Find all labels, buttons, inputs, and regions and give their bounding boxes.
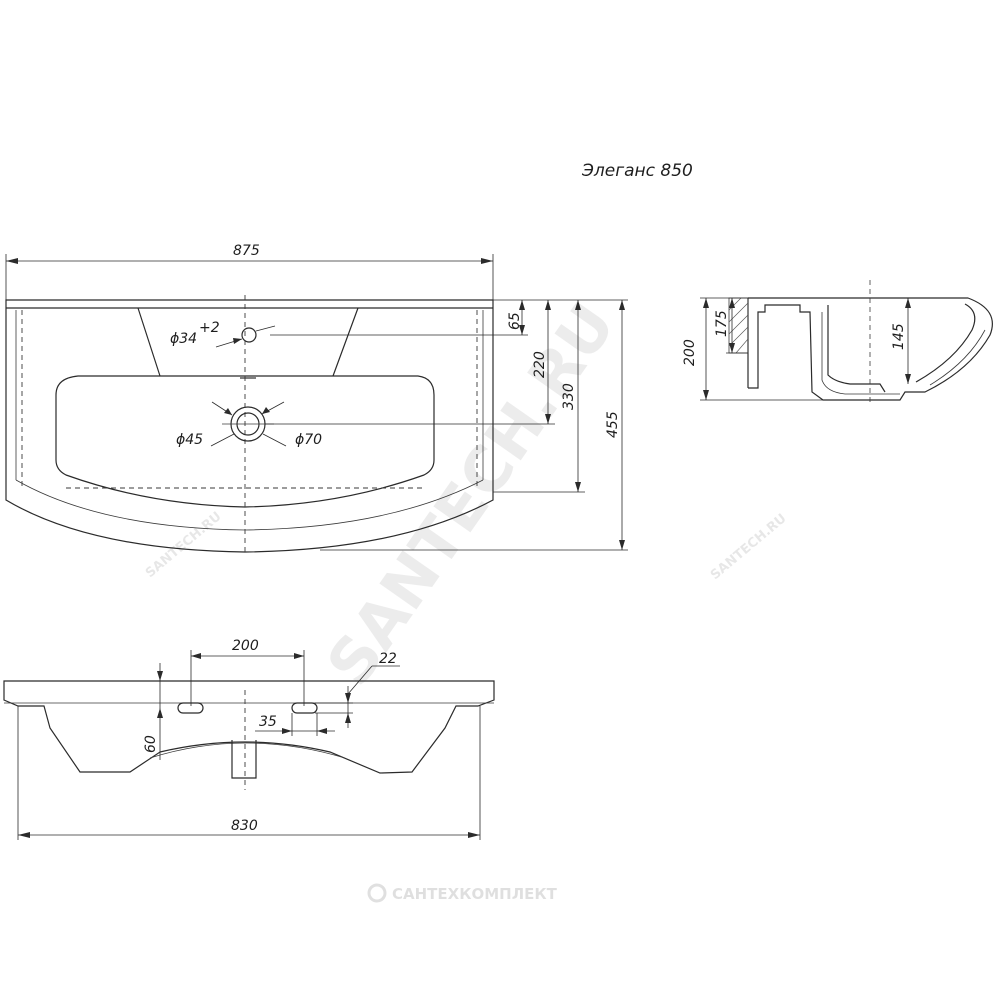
drawing-title: Элеганс 850: [581, 161, 693, 181]
arrow-icon: [262, 407, 270, 414]
leader-22: [347, 665, 373, 695]
arrow-icon: [468, 832, 480, 838]
dim-65-label: 65: [507, 312, 523, 330]
tap-hole-tolerance: +2: [199, 320, 220, 336]
drain-leader-right: [262, 433, 287, 447]
tap-hole-label: ϕ34: [170, 331, 197, 347]
watermark-side: SANTECH.RU: [708, 511, 790, 583]
arrow-icon: [545, 414, 551, 424]
arrow-icon: [157, 708, 163, 718]
watermark-main: SANTECH.RU: [312, 290, 629, 699]
dim-35-label: 35: [259, 714, 277, 730]
dim-455-label: 455: [605, 411, 621, 438]
dim-200-label: 200: [232, 638, 259, 654]
dim-side-145-label: 145: [891, 323, 907, 350]
drain-inner-label: ϕ45: [176, 432, 203, 448]
arrow-icon: [317, 728, 327, 734]
section-outer: [748, 297, 993, 401]
arrow-icon: [282, 728, 292, 734]
front-view-outline: [3, 680, 495, 774]
section-bowl: [821, 312, 900, 395]
drain-leader-left: [210, 433, 235, 447]
mount-slot-left: [177, 702, 204, 714]
drain-outlet: [231, 740, 257, 779]
arrow-icon: [233, 338, 242, 344]
dim-22-label: 22: [379, 651, 397, 667]
arrow-icon: [224, 408, 232, 415]
top-view: ϕ34 +2 ϕ45 ϕ70 875 65 220 330 455: [5, 243, 628, 553]
dim-220-label: 220: [532, 351, 548, 378]
arrow-icon: [6, 258, 18, 264]
arrow-icon: [729, 343, 735, 353]
dim-side-175-label: 175: [714, 310, 730, 337]
dim-60-label: 60: [143, 735, 159, 753]
tap-hole: [241, 327, 257, 343]
dim-875-label: 875: [233, 243, 260, 259]
arrow-icon: [519, 300, 525, 310]
arrow-icon: [294, 653, 304, 659]
front-view: 200 60 22 35 830: [3, 638, 495, 840]
arrow-icon: [157, 671, 163, 681]
front-bowl-curve: [149, 742, 346, 759]
section-inner: [827, 303, 976, 393]
arrow-icon: [191, 653, 201, 659]
arrow-icon: [703, 390, 709, 400]
watermark-left: SANTECH.RU: [143, 509, 225, 581]
dim-330-label: 330: [561, 383, 577, 410]
arrow-icon: [905, 298, 911, 308]
arrow-icon: [345, 693, 351, 703]
arrow-icon: [905, 374, 911, 384]
footer-watermark-text: САНТЕХКОМПЛЕКТ: [392, 885, 558, 903]
arrow-icon: [18, 832, 30, 838]
footer-watermark: САНТЕХКОМПЛЕКТ: [367, 883, 558, 903]
watermark-group: SANTECH.RU SANTECH.RU SANTECH.RU САНТЕХК…: [143, 290, 790, 903]
arrow-icon: [619, 540, 625, 550]
arrow-icon: [619, 300, 625, 310]
arrow-icon: [703, 298, 709, 308]
arrow-icon: [575, 300, 581, 310]
tap-leader-right: [255, 325, 276, 332]
section-front-rim: [929, 329, 986, 386]
footer-logo-icon: [367, 883, 387, 903]
mount-slot-right: [291, 702, 318, 714]
drain-outer-label: ϕ70: [295, 432, 322, 448]
arrow-icon: [481, 258, 493, 264]
tap-deck: [137, 307, 359, 377]
arrow-icon: [729, 298, 735, 308]
dim-side-200-label: 200: [682, 339, 698, 366]
dim-830-label: 830: [231, 818, 258, 834]
arrow-icon: [545, 300, 551, 310]
side-view: 200 175 145: [682, 280, 993, 405]
arrow-icon: [575, 482, 581, 492]
arrow-icon: [345, 713, 351, 723]
arrow-icon: [519, 325, 525, 335]
